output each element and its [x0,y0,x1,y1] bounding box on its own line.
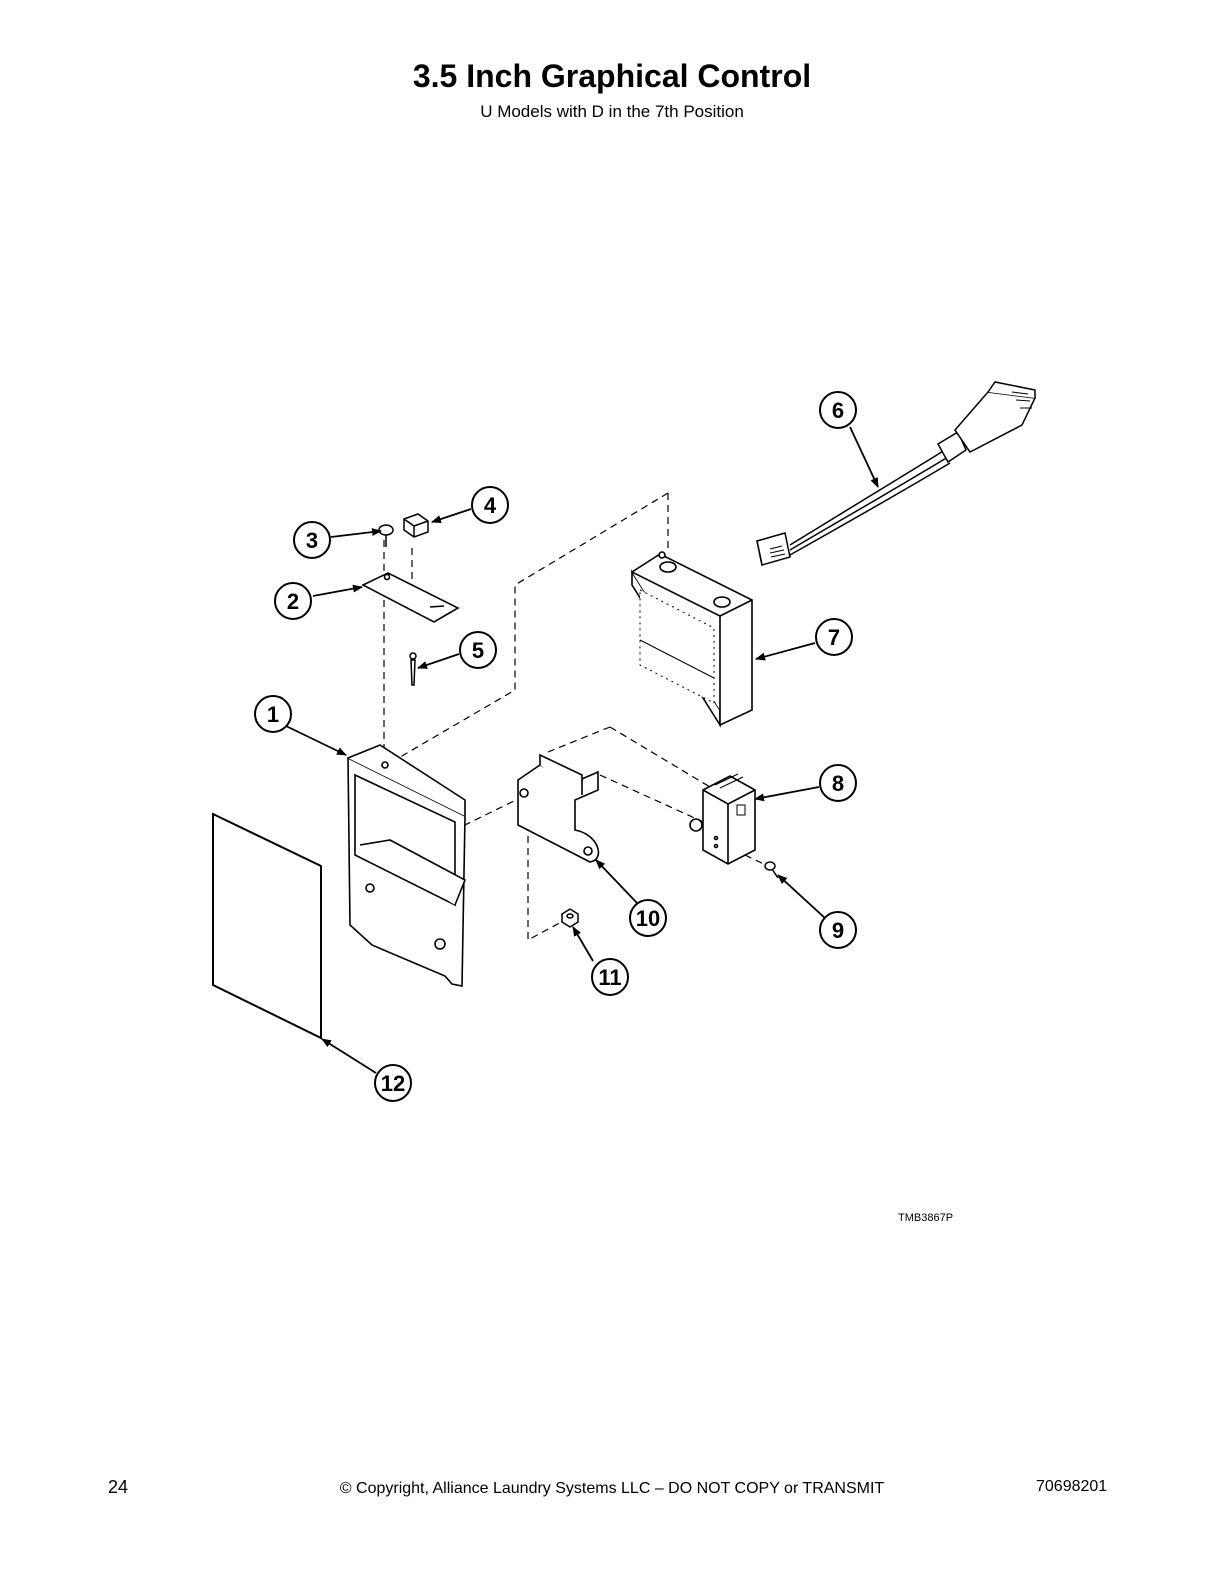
part-10-bracket [517,753,600,863]
callout-4: 4 [471,486,509,524]
part-12-overlay [212,812,322,1040]
svg-text:5: 5 [472,638,484,663]
callout-leader-lines [285,426,879,1074]
page-number: 24 [108,1477,129,1497]
callout-11: 11 [591,958,629,996]
callout-6: 6 [819,391,857,429]
callout-1: 1 [254,695,292,733]
svg-text:7: 7 [828,625,840,650]
callout-2: 2 [274,582,312,620]
document-number: 70698201 [1036,1478,1108,1495]
copyright-notice: © Copyright, Alliance Laundry Systems LL… [339,1480,885,1497]
page-subtitle: U Models with D in the 7th Position [480,102,744,121]
figure-id: TMB3867P [898,1212,954,1224]
svg-text:10: 10 [636,906,660,931]
callout-9: 9 [819,911,857,949]
part-3-screw [378,524,394,547]
part-11-nut [561,908,579,928]
svg-text:8: 8 [832,771,844,796]
part-2-plate [361,572,460,623]
part-8-board [689,773,756,865]
part-4-clip [403,513,429,538]
callout-12: 12 [374,1064,412,1102]
callout-5: 5 [459,631,497,669]
svg-text:1: 1 [267,702,279,727]
svg-text:6: 6 [832,398,844,423]
callout-10: 10 [629,899,667,937]
part-1-mounting-bracket [347,744,467,987]
svg-text:4: 4 [484,493,497,518]
svg-text:2: 2 [287,589,299,614]
part-6-wire-harness [756,381,1037,566]
svg-text:11: 11 [598,965,621,990]
part-9-screw [764,861,779,879]
svg-text:3: 3 [306,528,318,553]
page-title: 3.5 Inch Graphical Control [412,58,812,94]
part-7-control-module [630,551,753,728]
callout-7: 7 [815,618,853,656]
callout-8: 8 [819,764,857,802]
callout-3: 3 [293,521,331,559]
part-5-pin [409,652,417,686]
svg-text:9: 9 [832,918,844,943]
svg-text:12: 12 [381,1071,405,1096]
